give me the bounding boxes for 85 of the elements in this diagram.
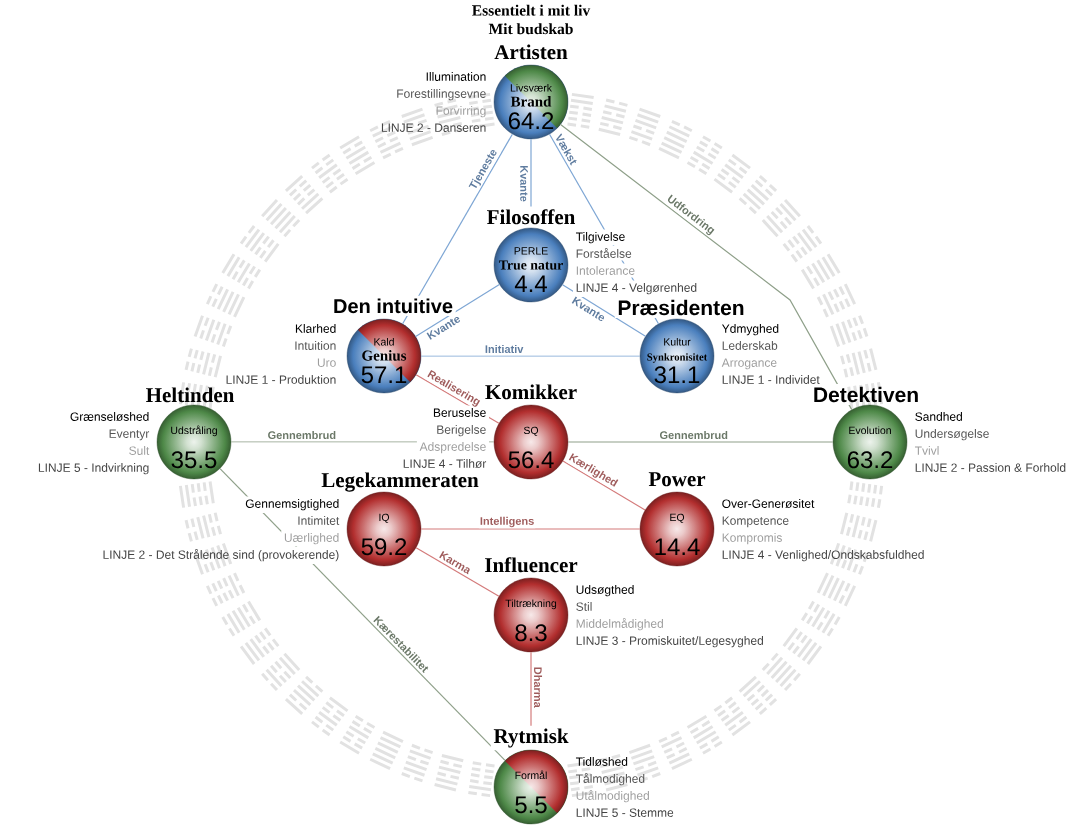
sphere-title: Artisten	[494, 44, 568, 60]
sphere: Udstråling 35.5	[156, 404, 232, 480]
trait-label: Intolerance	[576, 266, 635, 275]
trait-label: LINJE 3 - Promiskuitet/Legesyghed	[576, 636, 763, 648]
trait-label: LINJE 4 - Venlighed/Ondskabsfuldhed	[722, 550, 924, 562]
sphere: Tiltrækning 8.3	[493, 577, 569, 653]
trait-label: Sult	[129, 446, 150, 455]
trait-label: Lederskab	[722, 341, 778, 350]
trait-label: Illumination	[426, 72, 486, 81]
trait-label: Ydmyghed	[722, 324, 779, 336]
trait-label: Undersøgelse	[915, 429, 989, 441]
trait-label: Kompetence	[722, 516, 789, 528]
trait-label: Intuition	[295, 341, 336, 350]
edge-label: Initiativ	[483, 343, 525, 355]
sphere-title: Detektiven	[814, 386, 918, 403]
edge-label: Dharma	[532, 665, 544, 709]
edge-label: Kvante	[519, 164, 529, 203]
sphere: Kultur Synkronisitet 31.1	[639, 318, 715, 394]
trait-label: LINJE 4 - Velgørenhed	[576, 283, 697, 295]
connector	[402, 133, 513, 325]
trait-label: Grænseløshed	[70, 412, 149, 421]
sphere: Evolution 63.2	[832, 404, 908, 480]
trait-label: Tålmodighed	[576, 773, 645, 786]
edge-label: Intelligens	[478, 515, 536, 529]
trait-label: LINJE 2 - Danseren	[381, 123, 486, 132]
trait-label: Udsøgthed	[576, 585, 634, 597]
sphere-title: Heltinden	[146, 387, 235, 403]
connector	[562, 460, 646, 511]
trait-label: Uærlighed	[284, 533, 339, 545]
connector	[420, 355, 641, 357]
trait-label: Gennemsigtighed	[245, 499, 339, 511]
sphere: SQ 56.4	[493, 404, 569, 480]
trait-label: Tilgivelse	[576, 232, 625, 244]
trait-label: Tvivl	[915, 446, 939, 455]
connector	[567, 441, 834, 443]
sphere-title: Influencer	[485, 557, 578, 573]
connector	[415, 547, 500, 597]
sphere: IQ 59.2	[346, 491, 422, 567]
trait-label: Forståelse	[576, 248, 632, 258]
trait-label: LINJE 4 - Tilhør	[403, 459, 487, 468]
sphere: Kald Genius 57.1	[346, 318, 422, 394]
sphere-title: Filosoffen	[487, 209, 575, 225]
trait-label: Forvirring	[436, 106, 486, 118]
trait-label: Middelmådighed	[576, 618, 663, 631]
edge-label: Gennembrud	[658, 429, 729, 441]
trait-label: Eventyr	[109, 429, 150, 441]
sphere-title: Legekammeraten	[321, 472, 479, 492]
sphere-title: Den intuitive	[334, 298, 453, 314]
trait-label: Over-Generøsitet	[722, 499, 815, 508]
trait-label: Intimitet	[298, 516, 340, 525]
connector	[559, 124, 853, 411]
trait-label: Tidløshed	[576, 757, 628, 766]
sphere: PERLE True natur 4.4	[493, 227, 569, 303]
sphere-title: Præsidenten	[618, 299, 744, 316]
trait-label: Utålmodighed	[576, 790, 649, 803]
connector	[420, 528, 641, 530]
trait-label: Forestillingsevne	[397, 89, 486, 101]
trait-label: Stil	[576, 602, 592, 611]
connector	[562, 284, 647, 337]
sphere: Formål 5.5	[493, 749, 569, 825]
trait-label: Kompromis	[722, 533, 782, 545]
edge-label: Gennembrud	[266, 429, 338, 441]
trait-label: Berigelse	[437, 425, 486, 437]
connector	[415, 283, 500, 338]
sphere-title: Rytmisk	[493, 728, 569, 748]
sphere-title: Komikker	[485, 384, 577, 400]
connector	[230, 441, 495, 443]
trait-label: LINJE 1 - Produktion	[226, 375, 336, 384]
trait-label: Uro	[317, 358, 336, 367]
title-text: Essentielt i mit liv	[472, 4, 591, 16]
trait-label: Arrogance	[721, 358, 777, 370]
trait-label: LINJE 5 - Stemme	[576, 808, 674, 817]
trait-label: LINJE 5 - Indvirkning	[38, 463, 149, 475]
trait-label: Adspredelse	[419, 442, 486, 454]
trait-label: LINJE 2 - Det Strålende sind (provokerende)	[103, 549, 339, 562]
connector	[530, 138, 532, 207]
title-text: Mit budskab	[488, 23, 573, 35]
trait-label: Sandhed	[915, 412, 962, 421]
trait-label: Klarhed	[295, 324, 336, 333]
sphere: EQ 14.4	[639, 491, 715, 567]
trait-label: Beruselse	[433, 408, 486, 417]
trait-label: LINJE 2 - Passion & Forhold	[915, 463, 1066, 472]
connector	[530, 651, 532, 726]
sphere-title: Power	[648, 472, 706, 487]
trait-label: LINJE 1 - Individet	[722, 375, 820, 384]
